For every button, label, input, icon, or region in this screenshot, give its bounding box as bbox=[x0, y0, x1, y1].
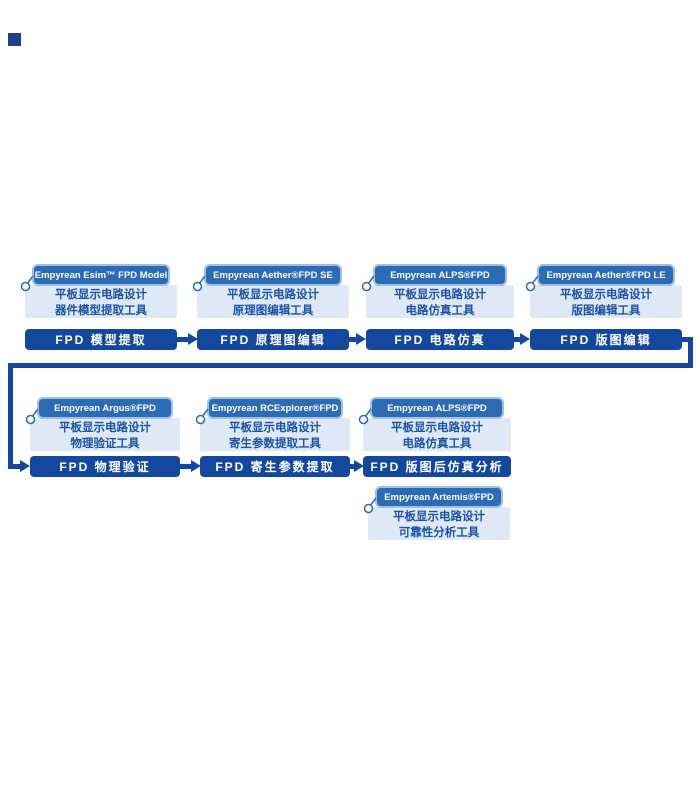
product-name: Empyrean ALPS®FPD bbox=[387, 402, 487, 414]
product-name: Empyrean Artemis®FPD bbox=[384, 491, 494, 503]
desc-line1: 平板显示电路设计 bbox=[393, 511, 485, 523]
flow-arrow bbox=[349, 337, 357, 342]
product-badge: Empyrean ALPS®FPD bbox=[373, 264, 507, 286]
desc-line2: 寄生参数提取工具 bbox=[229, 438, 321, 450]
desc-line1: 平板显示电路设计 bbox=[560, 289, 652, 301]
product-badge: Empyrean ALPS®FPD bbox=[370, 397, 504, 419]
wrap-connector-across bbox=[8, 363, 693, 368]
flow-arrow bbox=[180, 464, 192, 469]
desc-line2: 版图编辑工具 bbox=[571, 305, 641, 317]
tool-description: 平板显示电路设计 器件模型提取工具 bbox=[25, 285, 177, 318]
product-name: Empyrean RCExplorer®FPD bbox=[211, 402, 339, 414]
stage-bar: FPD 电路仿真 bbox=[366, 329, 514, 350]
stage-bar: FPD 版图编辑 bbox=[530, 329, 682, 350]
connector-ring-icon bbox=[525, 275, 539, 292]
connector-ring-icon bbox=[195, 408, 209, 425]
tool-description: 平板显示电路设计 电路仿真工具 bbox=[366, 285, 514, 318]
connector-ring-icon bbox=[192, 275, 206, 292]
tool-description: 平板显示电路设计 版图编辑工具 bbox=[530, 285, 682, 318]
stage-bar: FPD 模型提取 bbox=[25, 329, 177, 350]
flow-arrowhead-icon bbox=[354, 460, 364, 472]
product-name: Empyrean Aether®FPD LE bbox=[546, 269, 666, 281]
flow-arrowhead-icon bbox=[520, 333, 530, 345]
product-name: Empyrean Esim™ FPD Model bbox=[34, 269, 168, 281]
tool-description: 平板显示电路设计 电路仿真工具 bbox=[363, 418, 511, 451]
flow-arrow bbox=[514, 337, 521, 342]
flow-arrow bbox=[350, 464, 355, 469]
flow-arrowhead-icon bbox=[20, 460, 30, 472]
tool-description: 平板显示电路设计 原理图编辑工具 bbox=[197, 285, 349, 318]
desc-line1: 平板显示电路设计 bbox=[391, 422, 483, 434]
stage-bar: FPD 寄生参数提取 bbox=[200, 456, 350, 477]
desc-line2: 物理验证工具 bbox=[70, 438, 140, 450]
product-badge: Empyrean Aether®FPD LE bbox=[537, 264, 675, 286]
connector-ring-icon bbox=[25, 408, 39, 425]
product-name: Empyrean ALPS®FPD bbox=[390, 269, 490, 281]
desc-line1: 平板显示电路设计 bbox=[229, 422, 321, 434]
product-badge: Empyrean RCExplorer®FPD bbox=[207, 397, 343, 419]
connector-ring-icon bbox=[363, 497, 377, 514]
product-name: Empyrean Argus®FPD bbox=[54, 402, 156, 414]
product-badge: Empyrean Aether®FPD SE bbox=[204, 264, 342, 286]
desc-line2: 原理图编辑工具 bbox=[232, 305, 314, 317]
flow-arrowhead-icon bbox=[188, 333, 198, 345]
stage-bar: FPD 版图后仿真分析 bbox=[363, 456, 511, 477]
flow-arrowhead-icon bbox=[191, 460, 201, 472]
wrap-connector-left-down bbox=[8, 363, 13, 469]
stage-bar: FPD 原理图编辑 bbox=[197, 329, 349, 350]
desc-line1: 平板显示电路设计 bbox=[55, 289, 147, 301]
wrap-connector-into-row2 bbox=[8, 464, 21, 469]
desc-line1: 平板显示电路设计 bbox=[227, 289, 319, 301]
tool-description: 平板显示电路设计 寄生参数提取工具 bbox=[200, 418, 350, 451]
desc-line2: 电路仿真工具 bbox=[402, 438, 472, 450]
connector-ring-icon bbox=[358, 408, 372, 425]
flow-arrowhead-icon bbox=[356, 333, 366, 345]
product-badge: Empyrean Esim™ FPD Model bbox=[32, 264, 170, 286]
connector-ring-icon bbox=[20, 275, 34, 292]
stage-bar: FPD 物理验证 bbox=[30, 456, 180, 477]
connector-ring-icon bbox=[361, 275, 375, 292]
desc-line1: 平板显示电路设计 bbox=[59, 422, 151, 434]
product-badge: Empyrean Artemis®FPD bbox=[375, 486, 503, 508]
product-name: Empyrean Aether®FPD SE bbox=[213, 269, 333, 281]
wrap-connector-right-down bbox=[688, 337, 693, 368]
product-badge: Empyrean Argus®FPD bbox=[37, 397, 173, 419]
desc-line2: 电路仿真工具 bbox=[405, 305, 475, 317]
desc-line1: 平板显示电路设计 bbox=[394, 289, 486, 301]
desc-line2: 器件模型提取工具 bbox=[55, 305, 147, 317]
wrap-connector-right bbox=[682, 337, 693, 342]
tool-description: 平板显示电路设计 可靠性分析工具 bbox=[368, 507, 510, 540]
decor-square bbox=[8, 33, 21, 46]
desc-line2: 可靠性分析工具 bbox=[398, 527, 480, 539]
flow-arrow bbox=[177, 337, 189, 342]
tool-description: 平板显示电路设计 物理验证工具 bbox=[30, 418, 180, 451]
